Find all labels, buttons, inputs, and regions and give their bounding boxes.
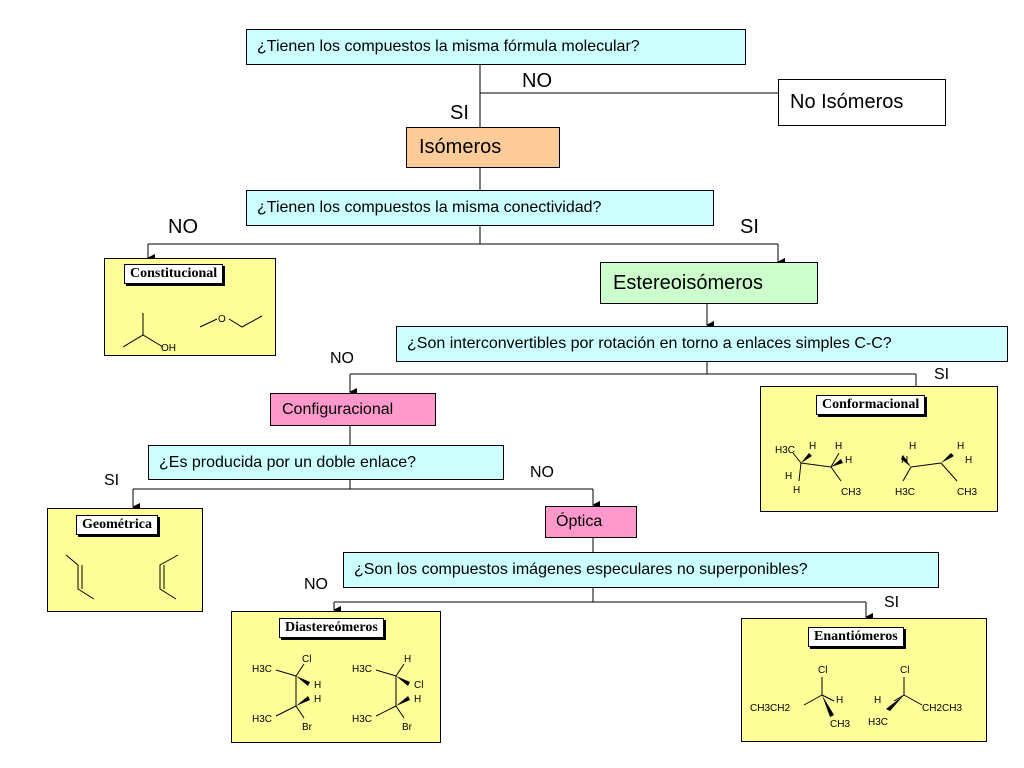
h-label: H: [785, 471, 792, 482]
h3c-label: H3C: [868, 717, 888, 728]
question-rotation: ¿Son interconvertibles por rotación en t…: [396, 326, 1008, 362]
edge-label-no: NO: [168, 216, 198, 238]
panel-title: Geométrica: [76, 515, 158, 535]
ch3-label: CH3: [957, 487, 977, 498]
enantiomers-drawing: Cl CH3CH2 H CH3 Cl H H3C CH2CH3: [750, 665, 962, 730]
o-label: O: [218, 314, 226, 325]
h-label: H: [835, 441, 842, 452]
optica-box: Óptica: [545, 506, 637, 538]
conformers-drawing: H3C H H H H H CH3 H H H3C H H CH3: [775, 441, 977, 498]
cl-label: Cl: [302, 654, 311, 665]
diastereomeros-panel: Diastereómeros H3C Cl H H3C H Br H3C H C…: [231, 611, 441, 743]
br-label: Br: [302, 722, 313, 733]
question-connectivity: ¿Tienen los compuestos la misma conectiv…: [246, 190, 714, 226]
h-label: H: [845, 455, 852, 466]
h-label: H: [901, 455, 908, 466]
edge-label-si: SI: [934, 366, 950, 383]
cl-label: Cl: [818, 665, 827, 676]
panel-title: Conformacional: [816, 395, 926, 415]
h-label: H: [314, 680, 321, 691]
edge-label-si: SI: [884, 594, 900, 611]
edge-label-no: NO: [330, 350, 354, 367]
h-label: H: [909, 441, 916, 452]
h-label: H: [965, 455, 972, 466]
ch3ch2-label: CH3CH2: [750, 703, 790, 714]
edge-label-si: SI: [450, 102, 469, 124]
cl-label: Cl: [900, 665, 909, 676]
ch3-label: CH3: [830, 719, 850, 730]
h3c-label: H3C: [252, 714, 272, 725]
constitutional-isomers-drawing: OH O: [122, 313, 263, 354]
h3c-label: H3C: [352, 714, 372, 725]
h-label: H: [809, 441, 816, 452]
isomeros-box: Isómeros: [406, 127, 560, 168]
diastereomers-drawing: H3C Cl H H3C H Br H3C H Cl H3C H Br: [252, 654, 423, 733]
h3c-label: H3C: [252, 664, 272, 675]
geometrica-panel: Geométrica: [47, 508, 203, 612]
configuracional-box: Configuracional: [270, 393, 436, 426]
h3c-label: H3C: [775, 445, 795, 456]
question-mirror-images: ¿Son los compuestos imágenes especulares…: [343, 552, 939, 588]
edge-label-no: NO: [522, 70, 552, 92]
h-label: H: [836, 695, 843, 706]
no-isomeros-box: No Isómeros: [778, 79, 946, 126]
panel-title: Enantiómeros: [808, 627, 904, 647]
ch2ch3-label: CH2CH3: [922, 703, 962, 714]
ch3-label: CH3: [841, 487, 861, 498]
oh-label: OH: [161, 343, 176, 354]
br-label: Br: [402, 722, 413, 733]
panel-title: Constitucional: [124, 264, 224, 284]
h3c-label: H3C: [352, 664, 372, 675]
constitucional-panel: Constitucional OH O: [104, 258, 276, 356]
panel-title: Diastereómeros: [279, 618, 384, 638]
h3c-label: H3C: [895, 487, 915, 498]
enantiomeros-panel: Enantiómeros Cl CH3CH2 H CH3 Cl H H3C CH…: [741, 618, 987, 742]
edge-label-no: NO: [530, 464, 554, 481]
edge-label-no: NO: [304, 576, 328, 593]
question-double-bond: ¿Es producida por un doble enlace?: [148, 445, 504, 480]
h-label: H: [404, 654, 411, 665]
edge-label-si: SI: [740, 216, 759, 238]
geometric-isomers-drawing: [65, 554, 179, 600]
question-molecular-formula: ¿Tienen los compuestos la misma fórmula …: [246, 29, 746, 65]
cl-label: Cl: [414, 680, 423, 691]
h-label: H: [314, 694, 321, 705]
h-label: H: [874, 695, 881, 706]
estereoisomeros-box: Estereoisómeros: [600, 262, 818, 304]
conformacional-panel: Conformacional H3C H H H H H CH3 H H H3C…: [760, 386, 998, 512]
h-label: H: [414, 694, 421, 705]
h-label: H: [793, 485, 800, 496]
h-label: H: [957, 441, 964, 452]
edge-label-si: SI: [104, 472, 120, 489]
